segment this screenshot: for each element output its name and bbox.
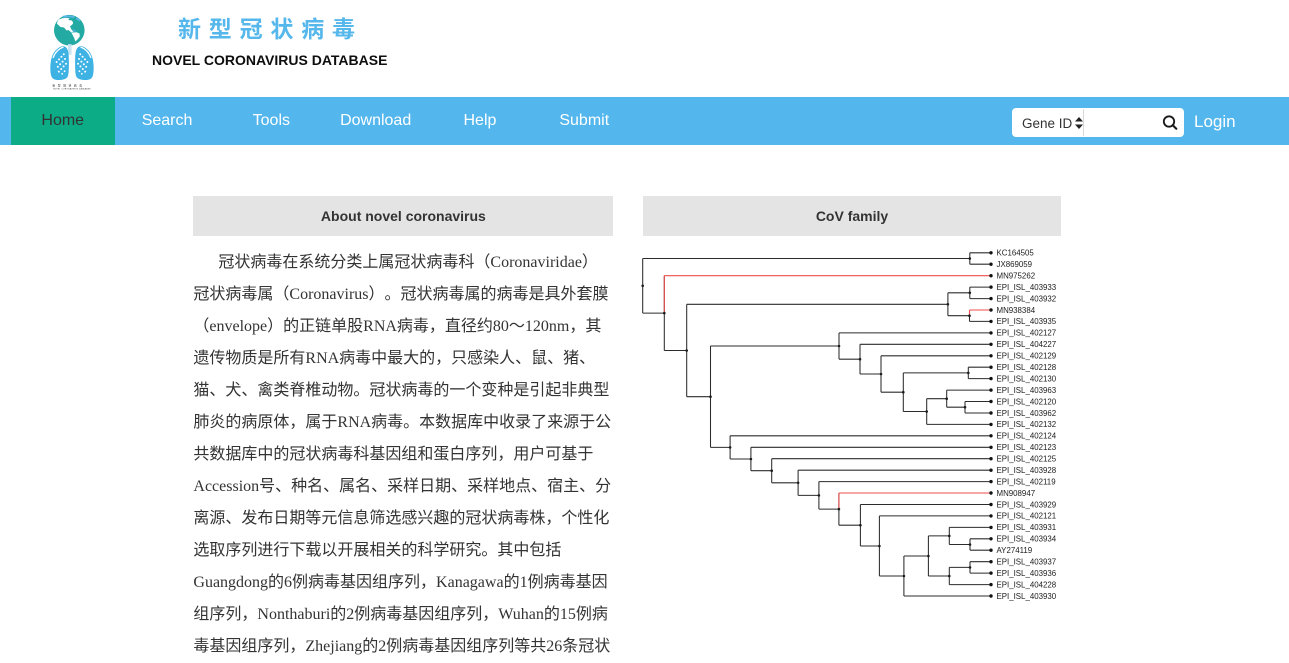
svg-text:EPI_ISL_403931: EPI_ISL_403931: [997, 523, 1057, 532]
svg-text:KC164505: KC164505: [997, 249, 1035, 258]
svg-text:EPI_ISL_402123: EPI_ISL_402123: [997, 443, 1057, 452]
svg-text:EPI_ISL_403937: EPI_ISL_403937: [997, 558, 1057, 567]
svg-text:EPI_ISL_402120: EPI_ISL_402120: [997, 397, 1057, 406]
svg-text:EPI_ISL_403936: EPI_ISL_403936: [997, 569, 1057, 578]
svg-text:新型冠状病毒: 新型冠状病毒: [52, 83, 84, 87]
svg-text:EPI_ISL_404228: EPI_ISL_404228: [997, 580, 1057, 589]
svg-text:EPI_ISL_403929: EPI_ISL_403929: [997, 500, 1057, 509]
svg-text:EPI_ISL_403930: EPI_ISL_403930: [997, 592, 1057, 601]
svg-text:EPI_ISL_402129: EPI_ISL_402129: [997, 352, 1057, 361]
svg-text:EPI_ISL_402132: EPI_ISL_402132: [997, 420, 1057, 429]
svg-text:EPI_ISL_403928: EPI_ISL_403928: [997, 466, 1057, 475]
svg-text:EPI_ISL_402128: EPI_ISL_402128: [997, 363, 1057, 372]
svg-text:EPI_ISL_403932: EPI_ISL_403932: [997, 294, 1057, 303]
svg-text:EPI_ISL_404227: EPI_ISL_404227: [997, 340, 1057, 349]
svg-text:EPI_ISL_403934: EPI_ISL_403934: [997, 535, 1057, 544]
svg-text:MN908947: MN908947: [997, 489, 1036, 498]
svg-text:EPI_ISL_402121: EPI_ISL_402121: [997, 512, 1057, 521]
svg-text:EPI_ISL_402127: EPI_ISL_402127: [997, 329, 1057, 338]
svg-text:MN938384: MN938384: [997, 306, 1036, 315]
svg-text:EPI_ISL_402125: EPI_ISL_402125: [997, 455, 1057, 464]
svg-text:EPI_ISL_403963: EPI_ISL_403963: [997, 386, 1057, 395]
svg-text:MN975262: MN975262: [997, 272, 1036, 281]
svg-text:EPI_ISL_403933: EPI_ISL_403933: [997, 283, 1057, 292]
svg-text:JX869059: JX869059: [997, 260, 1033, 269]
svg-text:EPI_ISL_402130: EPI_ISL_402130: [997, 374, 1057, 383]
svg-text:EPI_ISL_402119: EPI_ISL_402119: [997, 477, 1057, 486]
svg-text:EPI_ISL_403962: EPI_ISL_403962: [997, 409, 1057, 418]
svg-text:EPI_ISL_402124: EPI_ISL_402124: [997, 432, 1057, 441]
svg-text:EPI_ISL_403935: EPI_ISL_403935: [997, 317, 1057, 326]
svg-text:AY274119: AY274119: [997, 546, 1033, 555]
svg-text:NOVEL CORONAVIRUS DATABASE: NOVEL CORONAVIRUS DATABASE: [53, 88, 91, 91]
